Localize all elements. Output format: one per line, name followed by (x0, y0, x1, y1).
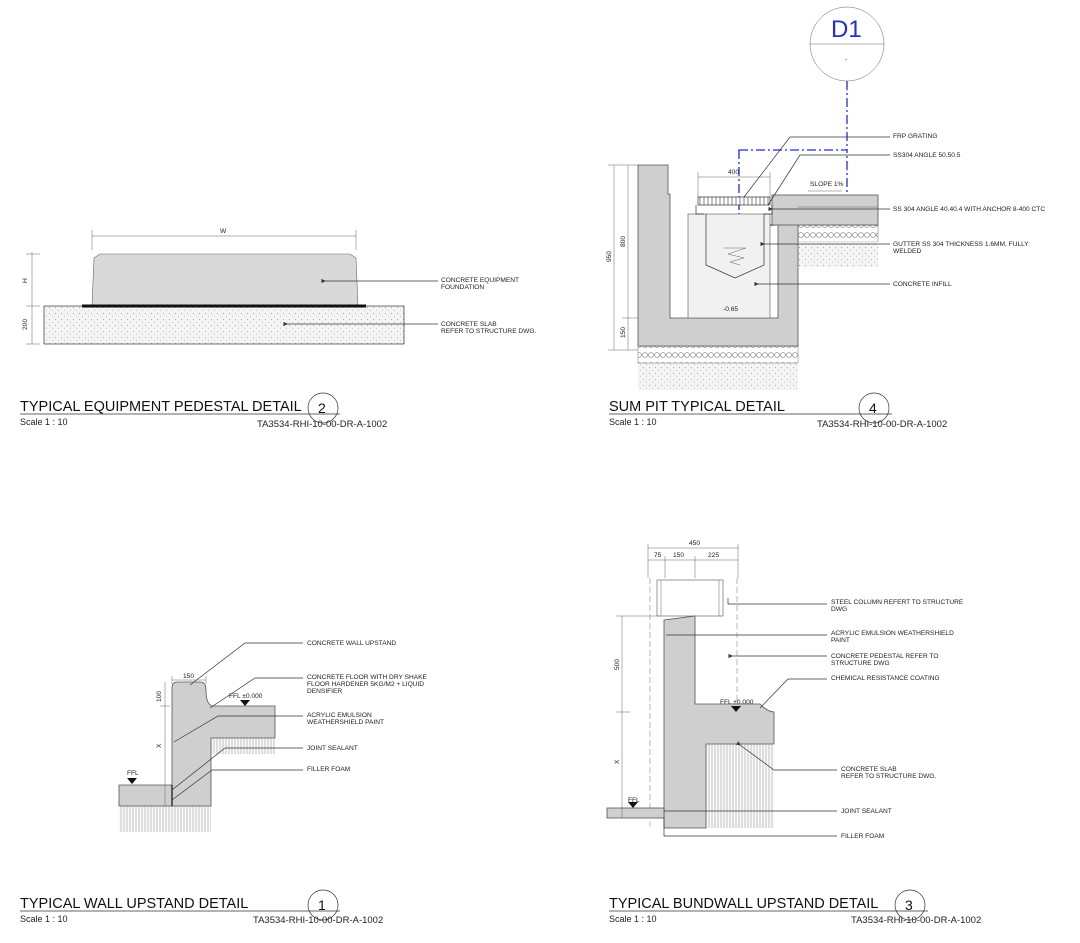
equipment-foundation (91, 253, 359, 307)
dim-bund-x: X (614, 759, 621, 764)
ref-sumpit: TA3534-RHI-10-00-DR-A-1002 (817, 419, 947, 430)
slope-label: SLOPE 1% (810, 181, 843, 188)
ref-pedestal: TA3534-RHI-10-00-DR-A-1002 (257, 419, 387, 430)
scale-wall-upstand: Scale 1 : 10 (20, 914, 68, 924)
label-concrete-slab: CONCRETE SLAB (441, 321, 497, 328)
ref-bundwall: TA3534-RHI-10-00-DR-A-1002 (851, 915, 981, 926)
detail-bubble-4 (858, 392, 890, 424)
label-filler-foam: FILLER FOAM (307, 766, 350, 773)
label-chemical-coating: CHEMICAL RESISTANCE COATING (831, 675, 940, 682)
detail-bundwall-upstand: FFL FFL ±0.000 450 75 150 225 500 X STEE… (606, 540, 981, 926)
dim-base: 150 (620, 327, 627, 338)
label-concrete-equipment: CONCRETE EQUIPMENT (441, 277, 519, 284)
ref-wall-upstand: TA3534-RHI-10-00-DR-A-1002 (253, 915, 383, 926)
label-bund-slab-1: CONCRETE SLAB (841, 766, 897, 773)
label-steel-column-2: DWG (831, 606, 847, 613)
title-sumpit: SUM PIT TYPICAL DETAIL (609, 399, 785, 415)
title-wall-upstand: TYPICAL WALL UPSTAND DETAIL (20, 896, 248, 912)
label-steel-column-1: STEEL COLUMN REFERT TO STRUCTURE (831, 599, 964, 606)
scale-pedestal: Scale 1 : 10 (20, 417, 68, 427)
label-refer-structure: REFER TO STRUCTURE DWG. (441, 328, 537, 335)
scale-sumpit: Scale 1 : 10 (609, 417, 657, 427)
label-bund-acrylic-1: ACRYLIC EMULSION WEATHERSHIELD (831, 630, 954, 637)
pit-concrete (637, 164, 799, 347)
gutter (705, 214, 765, 279)
dim-depth: 800 (620, 236, 627, 247)
dim-slab: 200 (22, 319, 29, 330)
label-acrylic-1: ACRYLIC EMULSION (307, 712, 372, 719)
label-wall-upstand: CONCRETE WALL UPSTAND (307, 640, 396, 647)
detail-bubble-3 (894, 889, 926, 921)
label-foundation: FOUNDATION (441, 284, 484, 291)
dim-bund-450: 450 (689, 540, 700, 547)
detail-number-3: 3 (905, 897, 913, 913)
label-acrylic-2: WEATHERSHIELD PAINT (307, 719, 384, 726)
label-floor-3: DENSIFIER (307, 688, 342, 695)
detail-bubble-2 (307, 392, 339, 424)
concrete-slab-hatch (44, 306, 404, 344)
label-bund-joint-sealant: JOINT SEALANT (841, 808, 892, 815)
label-ss304-anchor: SS 304 ANGLE 40.40.4 WITH ANCHOR 8-400 C… (893, 206, 1045, 213)
detail-equipment-pedestal: W H 200 CONCRETE EQUIPMENT FOUNDATION CO… (20, 228, 537, 430)
label-concrete-infill: CONCRETE INFILL (893, 281, 952, 288)
label-ss304-angle: SS304 ANGLE 50.50.5 (893, 152, 961, 159)
wall-upstand (171, 681, 276, 807)
title-pedestal: TYPICAL EQUIPMENT PEDESTAL DETAIL (20, 399, 302, 415)
insulation-layer (637, 345, 799, 364)
label-gutter-welded: WELDED (893, 248, 921, 255)
callout-d1-tag: D1 (831, 16, 862, 43)
detail-number-4: 4 (869, 400, 877, 416)
ffl-low: FFL (127, 770, 139, 777)
detail-bubble-1 (307, 889, 339, 921)
dim-bund-75: 75 (654, 552, 662, 559)
steel-column (656, 579, 724, 617)
label-floor-2: FLOOR HARDENER 5KG/M2 + LIQUID (307, 681, 424, 688)
dim-overall: 950 (606, 251, 613, 262)
dim-width: W (220, 228, 227, 235)
dim-height: H (22, 278, 29, 283)
callout-d1-sub: - (845, 57, 848, 64)
bund-ffl-upper: FFL ±0.000 (720, 699, 754, 706)
detail-sum-pit: D1 - SLOPE 1% 400 950 (606, 6, 1045, 430)
label-bund-filler-foam: FILLER FOAM (841, 833, 884, 840)
callout-d1-region (738, 149, 848, 226)
label-joint-sealant: JOINT SEALANT (307, 745, 358, 752)
bund-floor-slab (606, 807, 665, 819)
detail-wall-upstand: FFL FFL ±0.000 150 100 X CONCRETE WALL U… (20, 640, 428, 926)
label-bund-acrylic-2: PAINT (831, 637, 850, 644)
level-pit: -0.65 (723, 306, 738, 313)
frp-grating (697, 196, 771, 206)
dim-height-x: X (156, 743, 163, 748)
dim-bund-225: 225 (708, 552, 719, 559)
top-slab (771, 194, 879, 226)
title-bundwall: TYPICAL BUNDWALL UPSTAND DETAIL (609, 896, 878, 912)
dim-bund-500: 500 (614, 659, 621, 670)
bund-ffl-low: FFL (628, 797, 640, 804)
label-gutter: GUTTER SS 304 THICKNESS 1.6MM, FULLY (893, 241, 1029, 248)
detail-number-2: 2 (318, 400, 326, 416)
label-frp-grating: FRP GRATING (893, 133, 937, 140)
detail-number-1: 1 (318, 897, 326, 913)
label-bund-slab-2: REFER TO STRUCTURE DWG. (841, 773, 937, 780)
label-pedestal-1: CONCRETE PEDESTAL REFER TO (831, 653, 938, 660)
dim-opening: 400 (728, 169, 739, 176)
dim-width-150: 150 (183, 673, 194, 680)
dim-bund-150: 150 (673, 552, 684, 559)
label-pedestal-2: STRUCTURE DWG (831, 660, 890, 667)
concrete-infill (687, 213, 771, 319)
floor-slab (118, 784, 173, 807)
label-floor-1: CONCRETE FLOOR WITH DRY SHAKE (307, 674, 428, 681)
scale-bundwall: Scale 1 : 10 (609, 914, 657, 924)
dim-top-100: 100 (156, 691, 163, 702)
ffl-upper: FFL ±0.000 (229, 693, 263, 700)
